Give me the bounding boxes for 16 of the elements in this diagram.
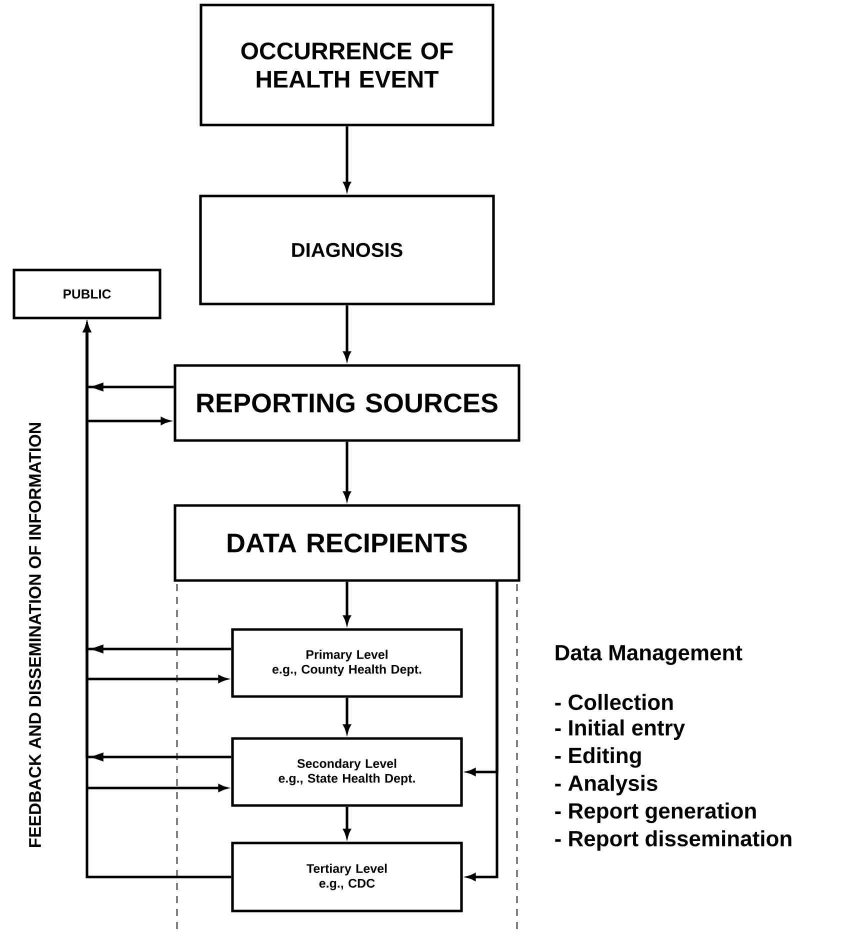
process-box: Secondary Level e.g., State Health Dept.	[231, 737, 463, 807]
list-item: - Collection	[555, 694, 673, 710]
process-box: DATA RECIPIENTS	[174, 504, 520, 582]
list-item: - Editing	[555, 747, 641, 768]
process-box: PUBLIC	[12, 268, 162, 320]
process-box: DIAGNOSIS	[199, 194, 495, 306]
list-item: - Analysis	[555, 774, 658, 796]
heading: Data Management	[556, 645, 742, 665]
process-box: REPORTING SOURCES	[174, 364, 520, 442]
vertical-label: FEEDBACK AND DISSEMINATION OF INFORMATION	[28, 423, 42, 847]
process-box: Primary Level e.g., County Health Dept.	[231, 628, 463, 698]
process-box: OCCURRENCE OF HEALTH EVENT	[200, 4, 494, 126]
list-item: - Report generation	[555, 802, 756, 824]
list-item: - Initial entry	[555, 719, 685, 740]
list-item: - Report dissemination	[555, 830, 792, 851]
process-box: Tertiary Level e.g., CDC	[231, 842, 463, 912]
